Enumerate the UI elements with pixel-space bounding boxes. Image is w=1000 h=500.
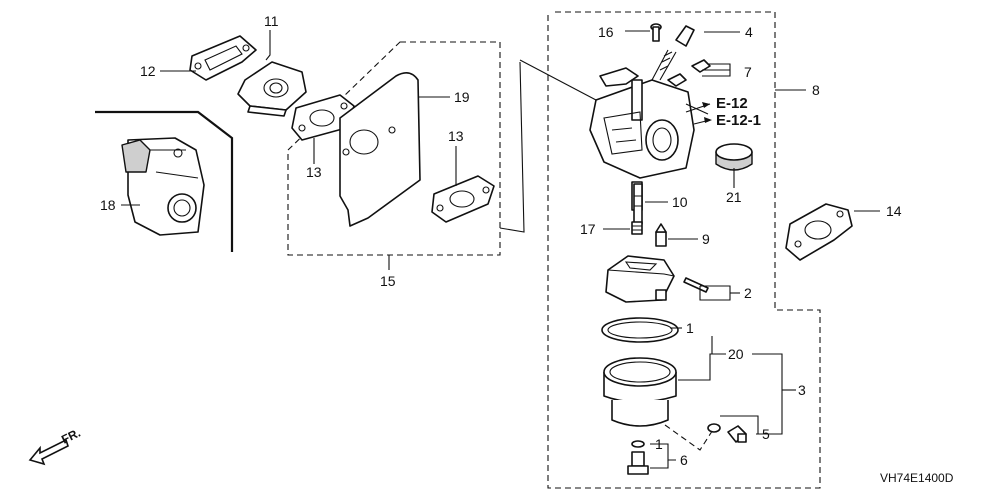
- part-1-washer: [631, 440, 645, 448]
- engine-block-frame: [95, 110, 234, 252]
- group-outline-3: [664, 424, 717, 451]
- float-chamber: [603, 357, 677, 427]
- part-17-jet: [631, 221, 643, 235]
- ref-e-12-1[interactable]: E-12-1: [716, 112, 761, 129]
- part-21-cap: [715, 143, 753, 171]
- callout-18: 18: [100, 197, 116, 213]
- callout-7: 7: [744, 64, 752, 80]
- callout-17: 17: [580, 221, 596, 237]
- part-6-bolt: [627, 451, 649, 475]
- part-2-float-pin: [683, 277, 709, 293]
- part-19-plate: [339, 72, 421, 227]
- callout-8: 8: [812, 82, 820, 98]
- callout-9: 9: [702, 231, 710, 247]
- callout-1-upper: 1: [686, 320, 694, 336]
- callout-1-lower: 1: [655, 436, 663, 452]
- callout-3: 3: [798, 382, 806, 398]
- part-12-gasket: [189, 35, 257, 81]
- part-1-o-ring: [601, 317, 679, 343]
- part-4-screw-kit: [651, 25, 695, 81]
- leader-lines: [121, 30, 880, 469]
- callout-20: 20: [728, 346, 744, 362]
- callout-12: 12: [140, 63, 156, 79]
- ref-arrow-icon: [685, 102, 712, 125]
- callout-13-right: 13: [448, 128, 464, 144]
- part-5-drain-screw: [707, 423, 747, 443]
- part-11-insulator: [237, 61, 307, 117]
- drawing-code: VH74E1400D: [880, 471, 954, 485]
- callout-4: 4: [745, 24, 753, 40]
- part-9-needle: [655, 223, 667, 247]
- part-7-screws: [667, 59, 711, 87]
- callout-16: 16: [598, 24, 614, 40]
- ref-e-12[interactable]: E-12: [716, 95, 748, 112]
- float: [605, 255, 675, 303]
- callout-14: 14: [886, 203, 902, 219]
- callout-2: 2: [744, 285, 752, 301]
- callout-21: 21: [726, 189, 742, 205]
- part-14-gasket: [785, 203, 853, 261]
- part-16-screw: [650, 23, 662, 42]
- group-outline-8: [547, 11, 821, 489]
- callout-5: 5: [762, 426, 770, 442]
- part-10-jet: [633, 183, 643, 225]
- part-13-gasket-right: [431, 175, 495, 223]
- callout-19: 19: [454, 89, 470, 105]
- front-direction-arrow-icon: [28, 438, 69, 466]
- carburetor-body: [589, 67, 695, 211]
- callout-11: 11: [264, 13, 279, 29]
- callout-15: 15: [380, 273, 396, 289]
- part-18-insulator: [121, 137, 205, 236]
- front-direction-label: FR.: [59, 426, 83, 447]
- callout-6: 6: [680, 452, 688, 468]
- callout-13-left: 13: [306, 164, 322, 180]
- callout-10: 10: [672, 194, 688, 210]
